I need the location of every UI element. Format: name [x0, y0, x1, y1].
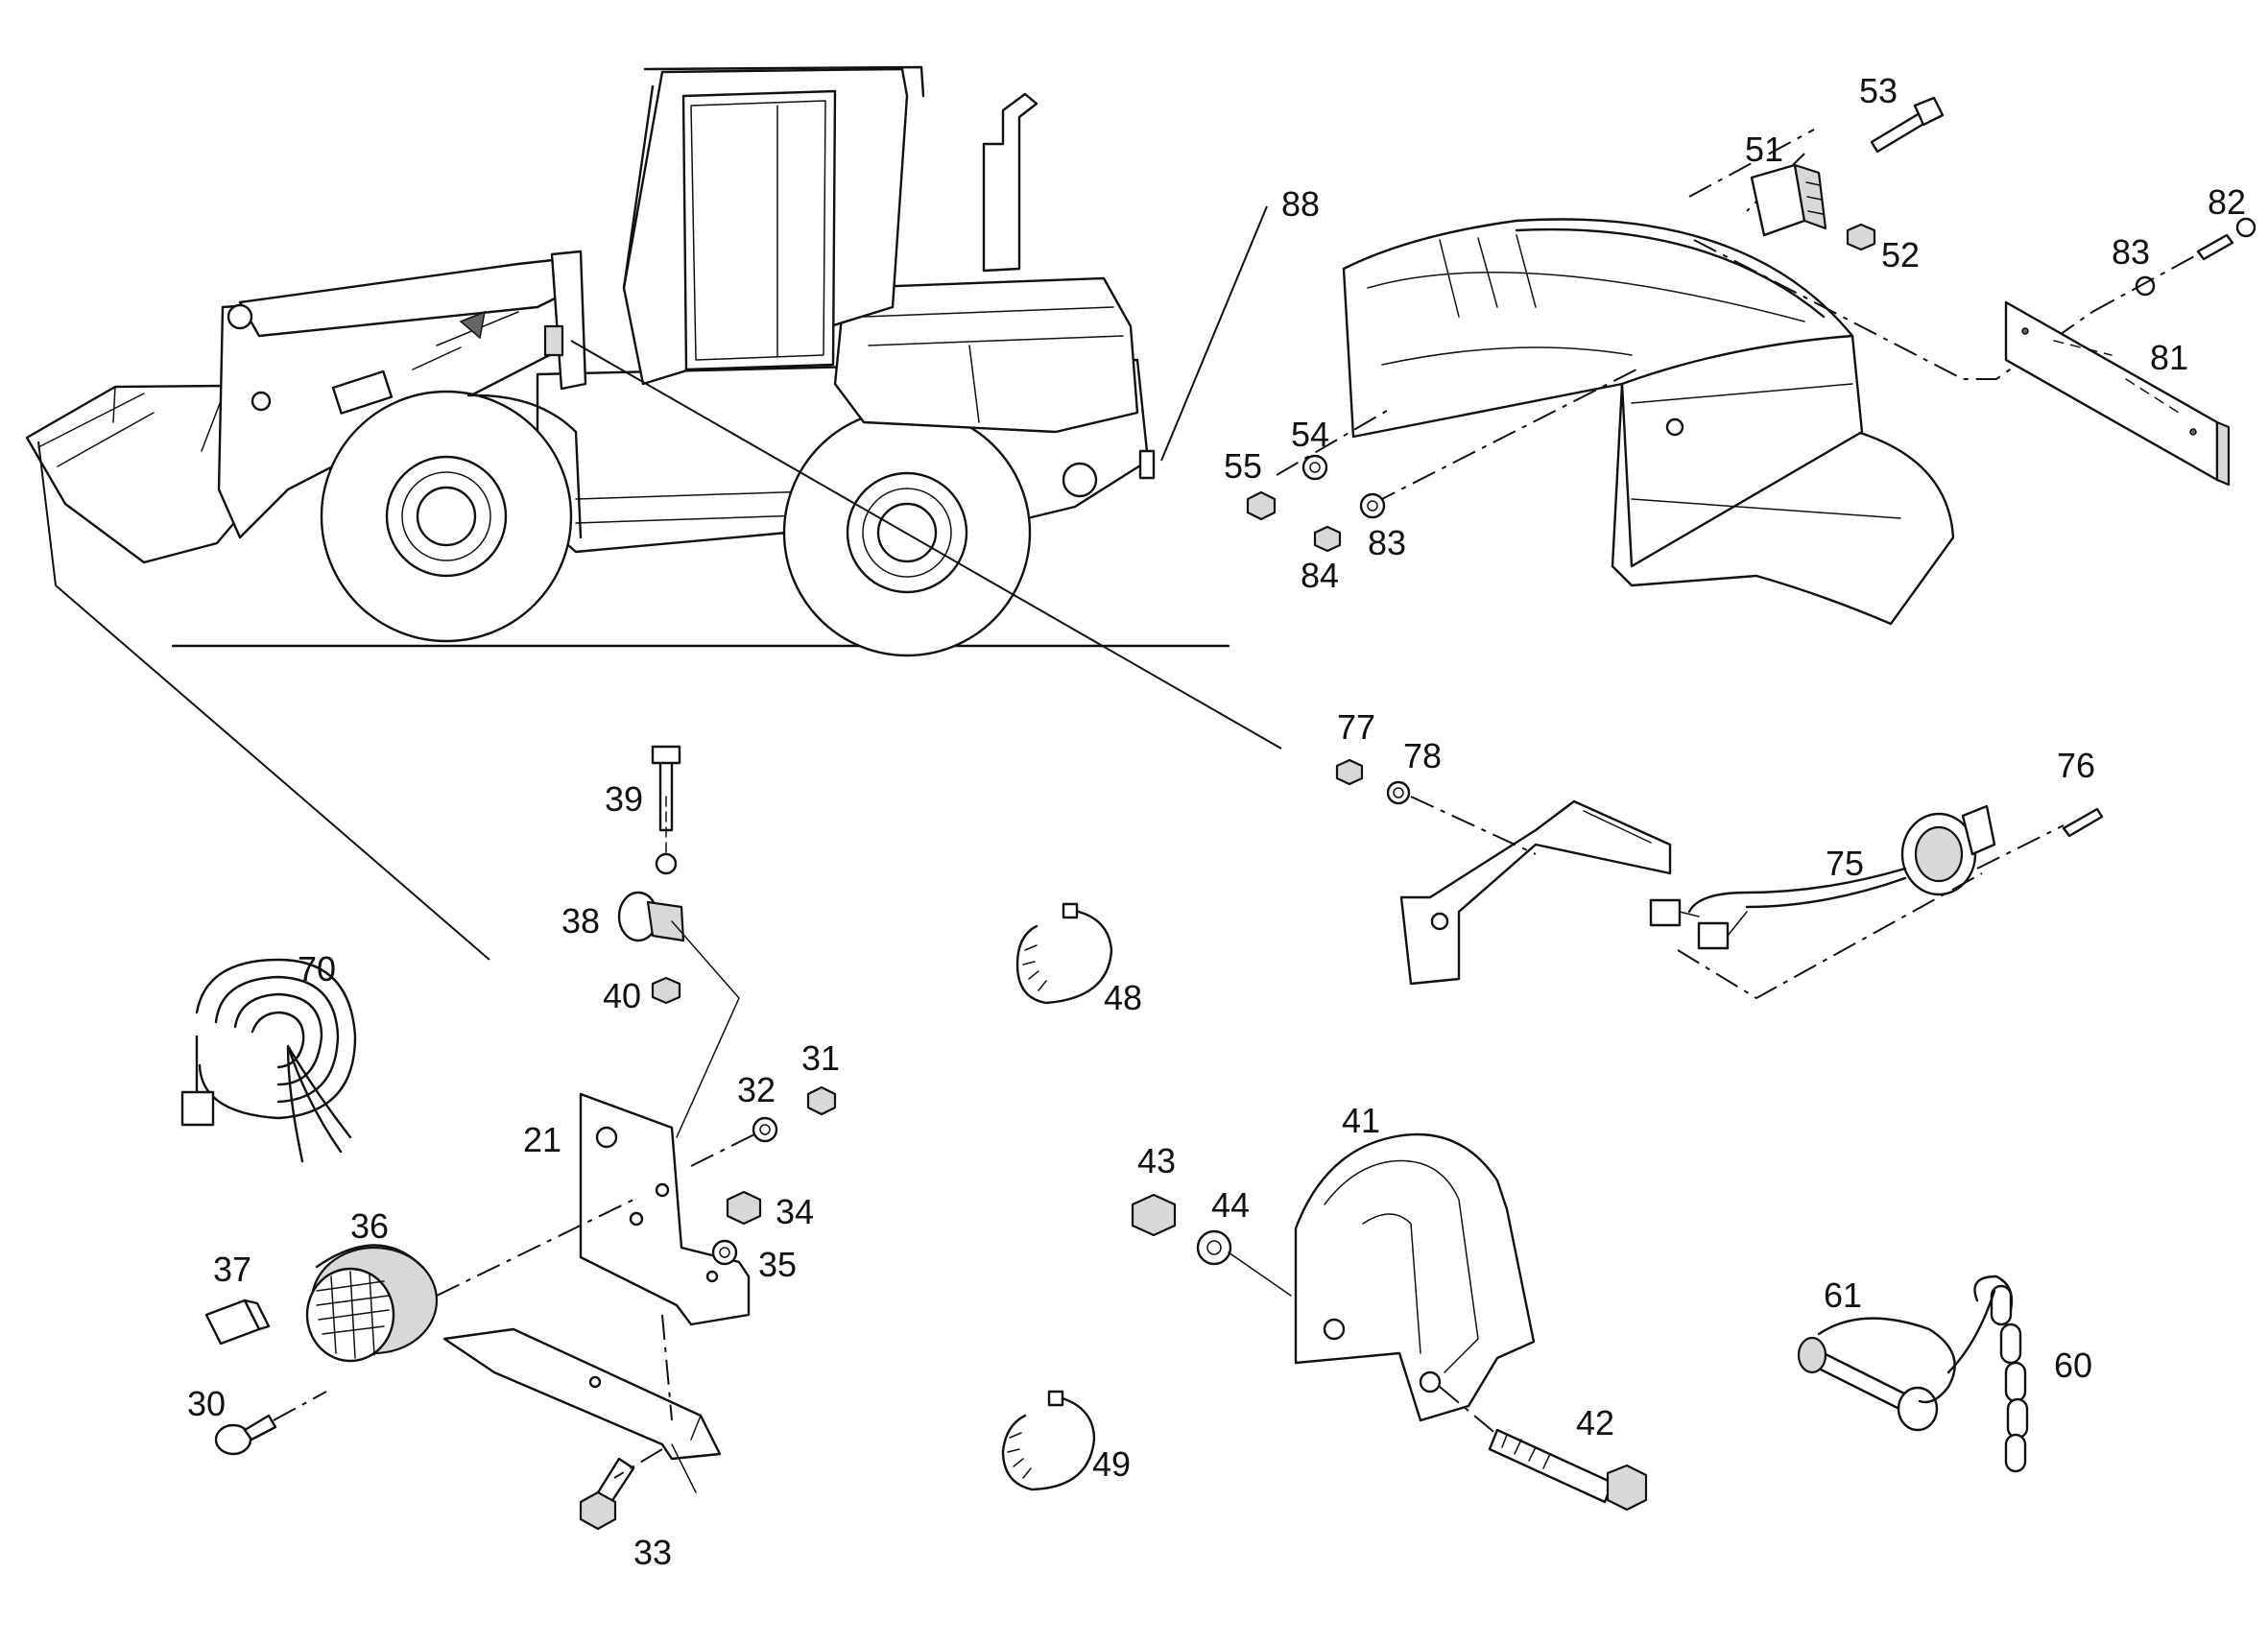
tow-plate-part-icon	[1294, 1132, 1536, 1422]
light-bracket-part-icon	[579, 1092, 751, 1326]
bolt-33-icon	[579, 1457, 635, 1531]
callout-51: 51	[1745, 130, 1783, 169]
socket-bracket-part-icon	[1399, 799, 1672, 986]
callout-76: 76	[2057, 746, 2095, 785]
callout-82: 82	[2208, 182, 2246, 222]
callout-43: 43	[1137, 1141, 1176, 1180]
callout-52: 52	[1881, 235, 1920, 274]
wheel-loader-machine-icon	[25, 65, 1230, 657]
callout-35: 35	[758, 1245, 797, 1284]
nut-31-icon	[806, 1085, 837, 1116]
callout-48: 48	[1104, 978, 1142, 1017]
callout-labels: 88 51 53 52 82 83 81 54 55 83 84 77 78 7…	[187, 71, 2246, 1572]
lamp-mount-plate-icon	[442, 1327, 722, 1493]
work-lamp-part-icon	[1750, 163, 1827, 237]
screw-30-icon	[214, 1414, 277, 1456]
callout-34: 34	[776, 1192, 814, 1231]
work-lamp-part-icon	[305, 1244, 439, 1363]
nut-55-icon	[1246, 490, 1277, 521]
callout-77: 77	[1337, 707, 1375, 747]
callout-37: 37	[213, 1250, 251, 1289]
callout-36: 36	[350, 1206, 389, 1246]
callout-33: 33	[633, 1533, 672, 1572]
callout-39: 39	[605, 779, 643, 819]
screw-76-icon	[2062, 807, 2104, 838]
leader-socket	[570, 340, 1282, 750]
washer-54-icon	[1301, 454, 1328, 481]
washer-44-icon	[1196, 1229, 1232, 1266]
callout-44: 44	[1211, 1185, 1250, 1225]
washer-35-icon	[711, 1239, 738, 1266]
callout-38: 38	[561, 901, 600, 941]
callout-21: 21	[523, 1120, 561, 1159]
trailer-socket-part-icon	[1649, 804, 1996, 950]
number-plate-part-icon	[2004, 300, 2231, 487]
callout-53: 53	[1859, 71, 1898, 110]
callout-41: 41	[1342, 1101, 1380, 1140]
callout-83-upper: 83	[2112, 232, 2150, 272]
callout-54: 54	[1291, 415, 1329, 454]
callout-88: 88	[1281, 184, 1320, 224]
coiled-cable-part-icon	[180, 958, 357, 1163]
callout-32: 32	[737, 1070, 776, 1109]
callout-55: 55	[1224, 446, 1262, 486]
callout-60: 60	[2054, 1346, 2092, 1385]
nut-34-icon	[726, 1190, 762, 1226]
retaining-ring-48-icon	[1015, 902, 1113, 1005]
washer-83-lower-icon	[1359, 492, 1386, 519]
bulb-37-icon	[204, 1299, 271, 1346]
callout-70: 70	[298, 949, 336, 989]
screw-82-icon	[2196, 233, 2234, 261]
callout-31: 31	[801, 1038, 840, 1078]
retaining-ring-49-icon	[1001, 1390, 1096, 1491]
clamp-38-icon	[617, 891, 685, 942]
callout-78: 78	[1403, 736, 1442, 775]
nut-77-icon	[1335, 758, 1364, 786]
washer-32-icon	[752, 1116, 778, 1143]
callout-75: 75	[1826, 844, 1864, 883]
bolt-42-icon	[1488, 1428, 1648, 1512]
nut-40-icon	[651, 976, 681, 1005]
callout-81: 81	[2150, 338, 2188, 377]
rear-counterweight-part-icon	[1342, 218, 1955, 626]
callout-84: 84	[1301, 556, 1339, 595]
callout-30: 30	[187, 1384, 226, 1423]
nut-52-icon	[1846, 223, 1876, 251]
pin-and-chain-part-icon	[1797, 1275, 2029, 1473]
nut-43-icon	[1131, 1193, 1177, 1237]
callout-40: 40	[603, 976, 641, 1015]
nut-84-icon	[1313, 525, 1342, 553]
callout-83-lower: 83	[1368, 523, 1406, 562]
callout-42: 42	[1576, 1403, 1614, 1442]
callout-49: 49	[1092, 1444, 1131, 1484]
callout-61: 61	[1824, 1275, 1862, 1315]
washer-78-icon	[1386, 780, 1411, 805]
bolt-53-icon	[1870, 96, 1945, 154]
